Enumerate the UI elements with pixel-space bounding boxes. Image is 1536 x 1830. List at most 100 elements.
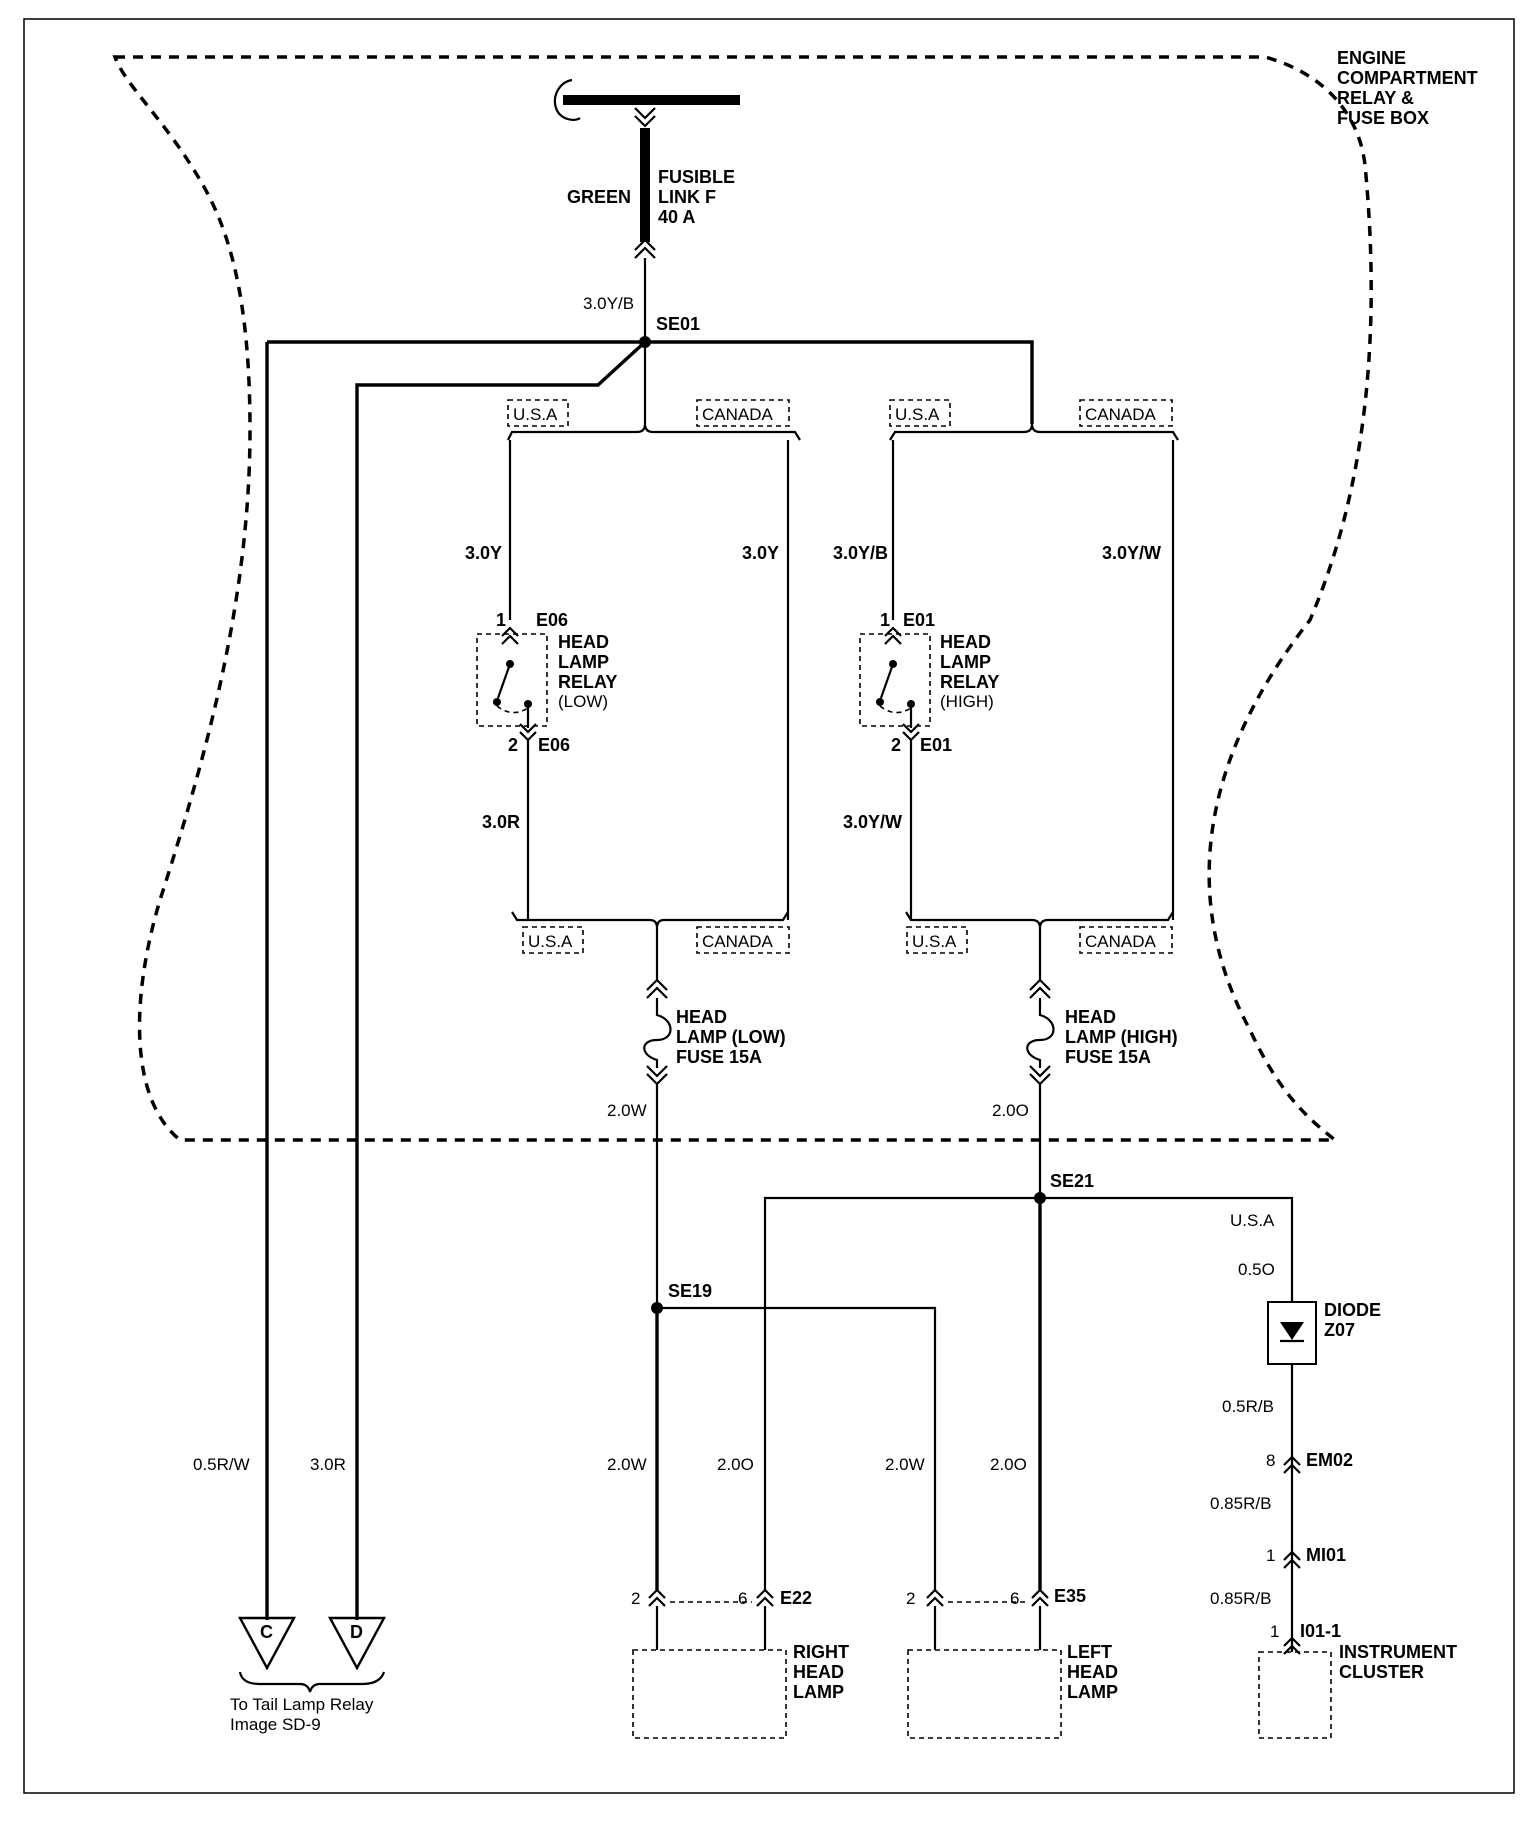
instrument-cluster (1258, 1651, 1332, 1739)
e35-connector-pin2 (926, 1588, 944, 1607)
page-frame (23, 18, 1515, 1794)
low-usa-wire-in-label: 3.0Y (465, 543, 502, 563)
e22-pin-b: 6 (738, 1589, 747, 1608)
high-fuse-wire-out-label: 2.0O (992, 1101, 1029, 1120)
high-canada-label-top: CANADA (1085, 405, 1157, 424)
high-relay-conn-in: E01 (903, 610, 935, 630)
engine-box-label-line1: ENGINE (1337, 48, 1406, 68)
em02-pin: 8 (1266, 1451, 1275, 1470)
instrument-cluster-label-line1: INSTRUMENT (1339, 1642, 1457, 1662)
low-canada-label-top: CANADA (702, 405, 774, 424)
low-fuse-connector-out (646, 1065, 668, 1086)
high-fuse-label-line2: LAMP (HIGH) (1065, 1027, 1178, 1047)
engine-box-label: ENGINE COMPARTMENT RELAY & FUSE BOX (1337, 48, 1478, 128)
right-head-lamp (632, 1649, 787, 1739)
terminal-d-label: D (350, 1622, 363, 1642)
high-relay-pin-out: 2 (891, 735, 901, 755)
fusible-link-label-line3: 40 A (658, 207, 695, 227)
left-head-lamp (907, 1649, 1062, 1739)
low-fuse-connector-in (646, 978, 668, 999)
e22-label: E22 (780, 1588, 812, 1608)
low-option-bus-bottom (511, 911, 789, 929)
right-head-lamp-label-line2: HEAD (793, 1662, 844, 1682)
fusible-link-label-line1: FUSIBLE (658, 167, 735, 187)
high-relay-label-line1: HEAD (940, 632, 991, 652)
low-relay-connector-in (501, 626, 519, 645)
low-relay-pin-in: 1 (496, 610, 506, 630)
tail-c-wire-label: 0.5R/W (193, 1455, 250, 1474)
se21-bus (763, 1196, 1294, 1590)
fusible-link-connector-top (634, 107, 656, 128)
diode-label-line2: Z07 (1324, 1320, 1355, 1340)
low-relay-switch-arm (496, 663, 512, 699)
splice-se21-label: SE21 (1050, 1171, 1094, 1191)
high-usa-wire-in-label: 3.0Y/B (833, 543, 888, 563)
high-usa-wire-out-label: 3.0Y/W (843, 812, 902, 832)
low-relay-label-line4: (LOW) (558, 692, 608, 711)
tail-d-wire-label: 3.0R (310, 1455, 346, 1474)
high-canada-wire-label: 3.0Y/W (1102, 543, 1161, 563)
low-usa-box-top (507, 399, 569, 427)
terminal-brace (238, 1671, 386, 1693)
right-low-wire-label: 2.0W (607, 1455, 647, 1474)
em02-connector (1283, 1455, 1301, 1474)
high-usa-label-bottom: U.S.A (912, 932, 957, 951)
high-usa-box-top (889, 399, 951, 427)
diode-in-wire-label: 0.5O (1238, 1260, 1275, 1279)
mi01-connector (1283, 1550, 1301, 1569)
engine-box-label-line4: FUSE BOX (1337, 108, 1429, 128)
low-relay-label-line1: HEAD (558, 632, 609, 652)
splice-se01-label: SE01 (656, 314, 700, 334)
low-usa-label-bottom: U.S.A (528, 932, 573, 951)
high-canada-label-bottom: CANADA (1085, 932, 1157, 951)
terminal-d-icon (327, 1616, 387, 1671)
se01-main-bus (267, 340, 1034, 424)
wire-tail-d (355, 340, 647, 1620)
low-usa-wire-out-label: 3.0R (482, 812, 520, 832)
high-relay-coil (879, 705, 912, 714)
high-fuse-label-line1: HEAD (1065, 1007, 1116, 1027)
low-canada-box-top (696, 399, 790, 427)
head-lamp-relay-high (859, 633, 931, 727)
high-relay-pin-in: 1 (880, 610, 890, 630)
terminal-c-label: C (260, 1622, 273, 1642)
low-relay-conn-in: E06 (536, 610, 568, 630)
engine-compartment-boundary (112, 55, 1373, 1142)
right-high-wire-label: 2.0O (717, 1455, 754, 1474)
low-fuse-label-line3: FUSE 15A (676, 1047, 762, 1067)
usa-branch-label: U.S.A (1230, 1211, 1275, 1230)
right-head-lamp-label-line1: RIGHT (793, 1642, 849, 1662)
left-head-lamp-label-line2: HEAD (1067, 1662, 1118, 1682)
high-relay-label-line4: (HIGH) (940, 692, 994, 711)
diode-out-wire-label: 0.5R/B (1222, 1397, 1274, 1416)
mi01-label: MI01 (1306, 1545, 1346, 1565)
high-fuse-label-line3: FUSE 15A (1065, 1047, 1151, 1067)
left-high-wire-label: 2.0O (990, 1455, 1027, 1474)
mi01-pin: 1 (1266, 1546, 1275, 1565)
head-lamp-relay-low (476, 633, 548, 727)
low-relay-label-line2: LAMP (558, 652, 609, 672)
high-relay-conn-out: E01 (920, 735, 952, 755)
left-head-lamp-label-line3: LAMP (1067, 1682, 1118, 1702)
low-fuse-label-line1: HEAD (676, 1007, 727, 1027)
high-relay-label-line3: RELAY (940, 672, 999, 692)
high-relay-connector-in (884, 626, 902, 645)
splice-se19-label: SE19 (668, 1281, 712, 1301)
low-relay-conn-out: E06 (538, 735, 570, 755)
em02-label: EM02 (1306, 1450, 1353, 1470)
feed-wire-label: 3.0Y/B (583, 294, 634, 313)
low-relay-label-line3: RELAY (558, 672, 617, 692)
fusible-link-label-line2: LINK F (658, 187, 716, 207)
high-usa-label-top: U.S.A (895, 405, 940, 424)
e22-connector-pin2 (648, 1588, 666, 1607)
low-usa-label-top: U.S.A (513, 405, 558, 424)
low-relay-pin-out: 2 (508, 735, 518, 755)
em02-out-wire-label: 0.85R/B (1210, 1494, 1271, 1513)
terminal-c-icon (237, 1616, 297, 1671)
low-usa-box-bottom (522, 926, 584, 954)
low-canada-label-bottom: CANADA (702, 932, 774, 951)
fusible-link-wire-color: GREEN (567, 187, 631, 207)
instrument-cluster-label-line2: CLUSTER (1339, 1662, 1424, 1682)
low-fuse-label-line2: LAMP (LOW) (676, 1027, 786, 1047)
